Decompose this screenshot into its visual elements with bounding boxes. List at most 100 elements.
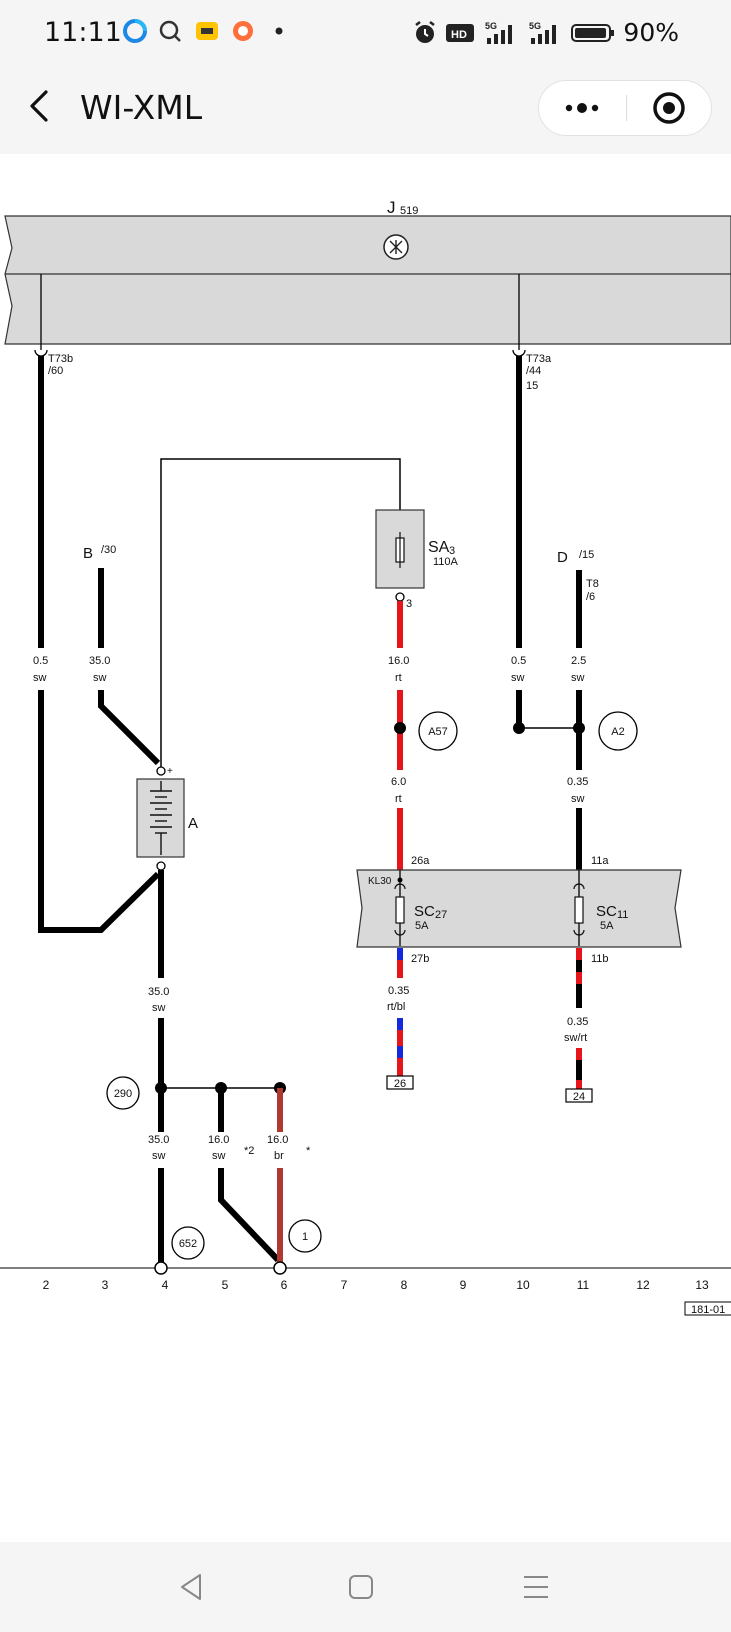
control-module-box (4, 215, 731, 345)
battery-plus: + (167, 766, 173, 777)
scale-number: 11 (577, 1278, 590, 1292)
system-status: HD 5G 5G 90% (413, 18, 679, 47)
fuse-sa3-sub: 3 (449, 545, 455, 557)
svg-text:5G: 5G (529, 21, 541, 31)
node-a2-label: A2 (611, 726, 624, 738)
wire12-color: sw (212, 1150, 226, 1162)
node-a57 (418, 711, 458, 751)
battery-icon (571, 23, 615, 42)
pin-27b: 27b (411, 953, 429, 965)
grid-scale: 2 3 4 5 6 7 8 9 10 11 12 13 (43, 1278, 709, 1292)
wire4-color: sw (511, 672, 525, 684)
wire8-gauge: 35.0 (148, 986, 169, 998)
wire3-color: rt (395, 672, 402, 684)
ref-24: 24 (573, 1091, 585, 1103)
fuse-sc27-rating: 5A (415, 920, 429, 932)
page-ref: 181-01 (691, 1304, 725, 1316)
splice-a2 (573, 722, 585, 734)
more-options-icon[interactable] (539, 81, 625, 135)
battery-plus-terminal (156, 766, 166, 776)
scale-number: 7 (341, 1278, 348, 1292)
close-mini-program-icon[interactable] (627, 81, 711, 135)
chat-app-icon (159, 20, 181, 42)
fuse-sc11-name: SC (596, 903, 617, 920)
fuse-sa3-pin: 3 (406, 598, 412, 610)
wire9-color: rt/bl (387, 1001, 405, 1013)
connector-t73b: T73b (48, 353, 73, 365)
connector-t73a-icon (512, 349, 526, 357)
wire5-gauge: 2.5 (571, 655, 586, 667)
wire-16-sw (218, 1168, 281, 1263)
pin-11a: 11a (591, 855, 609, 867)
module-label: J (387, 198, 396, 217)
dot-icon (275, 27, 283, 35)
connector-t73a-extra: 15 (526, 380, 538, 392)
scale-number: 10 (516, 1278, 530, 1292)
fuse-sc27-sub: 27 (435, 909, 447, 921)
wire3-gauge: 16.0 (388, 655, 409, 667)
status-time: 11:11 (44, 17, 122, 48)
wire5-color: sw (571, 672, 585, 684)
node-a2 (598, 711, 638, 751)
fuse-holder-box (356, 869, 682, 948)
node-1-label: 1 (302, 1231, 308, 1243)
fuse-sc11-sub: 11 (617, 909, 628, 921)
capsule-divider (626, 95, 627, 121)
node-652-label: 652 (179, 1238, 197, 1250)
ground-point-6 (273, 1261, 287, 1275)
wire12-gauge: 16.0 (208, 1134, 229, 1146)
wire9-gauge: 0.35 (388, 985, 409, 997)
terminal-d: D (557, 549, 568, 566)
wire13-gauge: 16.0 (267, 1134, 288, 1146)
wire8-color: sw (152, 1002, 166, 1014)
notification-icons (122, 18, 292, 44)
hd-icon: HD (446, 23, 475, 42)
ground-point-4 (154, 1261, 168, 1275)
module-sub-label: 519 (400, 205, 418, 217)
nav-menu-icon[interactable] (516, 1567, 556, 1607)
fuse-sc27-icon (395, 896, 405, 924)
wire10-gauge: 0.35 (567, 1016, 588, 1028)
fuse-sa3-rating: 110A (433, 556, 459, 568)
pin-26a: 26a (411, 855, 430, 867)
ref-24-box (565, 1088, 593, 1103)
connector-t8-pin: /6 (586, 591, 595, 603)
wire6-color: rt (395, 793, 402, 805)
wire13-color: br (274, 1150, 284, 1162)
wire7-gauge: 0.35 (567, 776, 588, 788)
node-290 (106, 1076, 140, 1110)
page-title: WI-XML (80, 88, 203, 127)
splice-t73a (513, 722, 525, 734)
svg-text:5G: 5G (485, 21, 497, 31)
scale-number: 6 (281, 1278, 288, 1292)
title-bar: WI-XML (0, 62, 731, 154)
battery-percent: 90% (623, 18, 679, 47)
wire11-color: sw (152, 1150, 166, 1162)
connector-t8: T8 (586, 578, 599, 590)
nav-back-icon[interactable] (172, 1567, 212, 1607)
wire1-gauge: 0.5 (33, 655, 48, 667)
module-symbol-icon (383, 234, 409, 260)
node-a57-label: A57 (428, 726, 448, 738)
fuse-sc11-rating: 5A (600, 920, 614, 932)
meituan-app-icon (196, 22, 218, 40)
ref-26-box (386, 1075, 414, 1090)
wiring-diagram: J 519 T73b /60 0.5 sw T73a /44 15 0.5 sw… (0, 154, 731, 1542)
terminal-d-num: /15 (579, 549, 594, 561)
scale-number: 9 (460, 1278, 467, 1292)
signal-icon-1: 5G (485, 21, 513, 44)
alarm-icon (415, 20, 436, 43)
nav-home-icon[interactable] (341, 1567, 381, 1607)
battery-icon-symbol (150, 781, 172, 855)
fuse-sc11-icon (574, 896, 584, 924)
scale-number: 3 (102, 1278, 109, 1292)
wire2-gauge: 35.0 (89, 655, 110, 667)
scale-number: 13 (695, 1278, 709, 1292)
connector-t73b-icon (34, 349, 48, 357)
back-arrow-icon[interactable] (24, 86, 54, 126)
fuse-sc27-name: SC (414, 903, 435, 920)
mini-program-capsule (538, 80, 712, 136)
scale-number: 5 (222, 1278, 229, 1292)
connector-t73a: T73a (526, 353, 552, 365)
wiring-diagram-svg: J 519 T73b /60 0.5 sw T73a /44 15 0.5 sw… (0, 198, 731, 1316)
